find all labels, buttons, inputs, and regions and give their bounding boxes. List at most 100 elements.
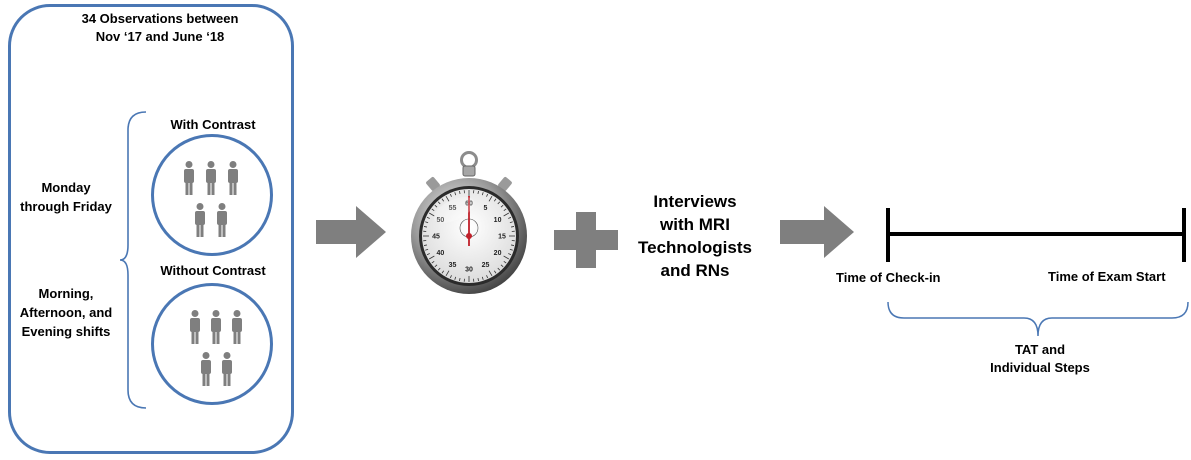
interviews-line1: Interviews [653, 192, 737, 211]
dial-tick [503, 260, 507, 264]
stopwatch-icon: 60510152025303540455055 [411, 151, 527, 294]
dial-tick [493, 270, 497, 274]
dial-tick [449, 193, 452, 197]
timeline-bar [886, 232, 1186, 236]
bottom-curly-brace-icon [887, 301, 1189, 337]
observations-title-line2: Nov ‘17 and June ‘18 [95, 29, 225, 44]
dial-number: 40 [437, 250, 445, 257]
interviews-label: Interviews with MRI Technologists and RN… [605, 190, 785, 282]
tat-label-line2: Individual Steps [990, 360, 1090, 375]
exam-start-label: Time of Exam Start [1048, 269, 1166, 284]
with-contrast-group [151, 134, 273, 256]
dial-tick [454, 192, 457, 196]
left-curly-brace-icon [119, 111, 147, 409]
dial-tick [454, 276, 457, 280]
dial-tick [434, 204, 438, 208]
dial-tick [508, 253, 512, 256]
check-in-label: Time of Check-in [836, 270, 941, 285]
dial-tick [508, 216, 512, 219]
arrow-right-icon [780, 206, 854, 258]
person-icon [211, 310, 221, 344]
dial-tick [497, 201, 501, 205]
interviews-line3: Technologists [638, 238, 752, 257]
dial-tick [437, 267, 441, 271]
dial-tick [477, 190, 479, 195]
dial-tick [481, 192, 484, 196]
dial-number: 10 [494, 217, 502, 224]
dial-number: 55 [449, 205, 457, 212]
dial-tick [449, 275, 452, 279]
timeline-end-tick [1182, 208, 1186, 262]
person-icon [217, 203, 227, 237]
dial-tick [437, 201, 441, 205]
shifts-label: Morning, Afternoon, and Evening shifts [6, 284, 126, 341]
with-contrast-title: With Contrast [170, 117, 256, 132]
dial-number: 45 [432, 234, 440, 241]
weekdays-label-line1: Monday [41, 180, 91, 195]
dial-tick [510, 244, 515, 246]
dial-number: 15 [498, 234, 506, 241]
interviews-line4: and RNs [660, 261, 730, 280]
dial-tick [509, 248, 513, 251]
dial-tick [441, 270, 445, 274]
without-contrast-title: Without Contrast [160, 263, 266, 278]
person-icon [184, 161, 194, 195]
dial-tick [428, 255, 435, 260]
plus-icon [554, 212, 618, 268]
dial-tick [459, 277, 461, 282]
dial-tick [503, 255, 510, 260]
person-icon [222, 352, 232, 386]
dial-tick [509, 221, 513, 224]
weekdays-label-line2: through Friday [20, 199, 112, 214]
dial-tick [434, 264, 438, 268]
person-icon [201, 352, 211, 386]
dial-tick [425, 221, 429, 224]
person-icon [195, 203, 205, 237]
dial-tick [425, 248, 429, 251]
dial-tick [481, 276, 484, 280]
dial-tick [445, 270, 450, 277]
person-icon [206, 161, 216, 195]
dial-tick [503, 208, 507, 212]
dial-tick [445, 195, 450, 202]
dial-tick [500, 204, 504, 208]
dial-number: 20 [494, 250, 502, 257]
without-contrast-group [151, 283, 273, 405]
person-icon [228, 161, 238, 195]
dial-tick [428, 212, 435, 217]
weekdays-label: Monday through Friday [10, 178, 122, 216]
dial-tick [493, 198, 497, 202]
without-contrast-people [190, 310, 242, 386]
timeline [886, 208, 1186, 262]
person-icon [190, 310, 200, 344]
dial-tick [423, 226, 428, 228]
dial-tick [486, 275, 489, 279]
shifts-label-line1: Morning, [38, 286, 94, 301]
dial-number: 35 [449, 262, 457, 269]
person-icon [232, 310, 242, 344]
dial-tick [486, 193, 489, 197]
dial-tick [426, 253, 430, 256]
tat-label-line1: TAT and [1014, 342, 1066, 357]
dial-number: 30 [465, 267, 473, 274]
arrow-right-icon [316, 206, 386, 258]
dial-tick [500, 264, 504, 268]
dial-tick [431, 208, 435, 212]
dial-tick [459, 190, 461, 195]
tat-label: TAT and Individual Steps [960, 341, 1120, 377]
shifts-label-line3: Evening shifts [21, 324, 111, 339]
dial-tick [503, 212, 510, 217]
dial-tick [441, 198, 445, 202]
with-contrast-people [184, 161, 238, 237]
shifts-label-line2: Afternoon, and [19, 305, 113, 320]
dial-number: 50 [437, 217, 445, 224]
observations-title-line1: 34 Observations between [81, 11, 239, 26]
observations-panel [8, 4, 294, 454]
dial-tick [431, 260, 435, 264]
dial-tick [510, 226, 515, 228]
dial-tick [423, 244, 428, 246]
interviews-line2: with MRI [660, 215, 730, 234]
dial-tick [488, 195, 493, 202]
dial-tick [488, 270, 493, 277]
observations-title: 34 Observations between Nov ‘17 and June… [40, 10, 280, 46]
